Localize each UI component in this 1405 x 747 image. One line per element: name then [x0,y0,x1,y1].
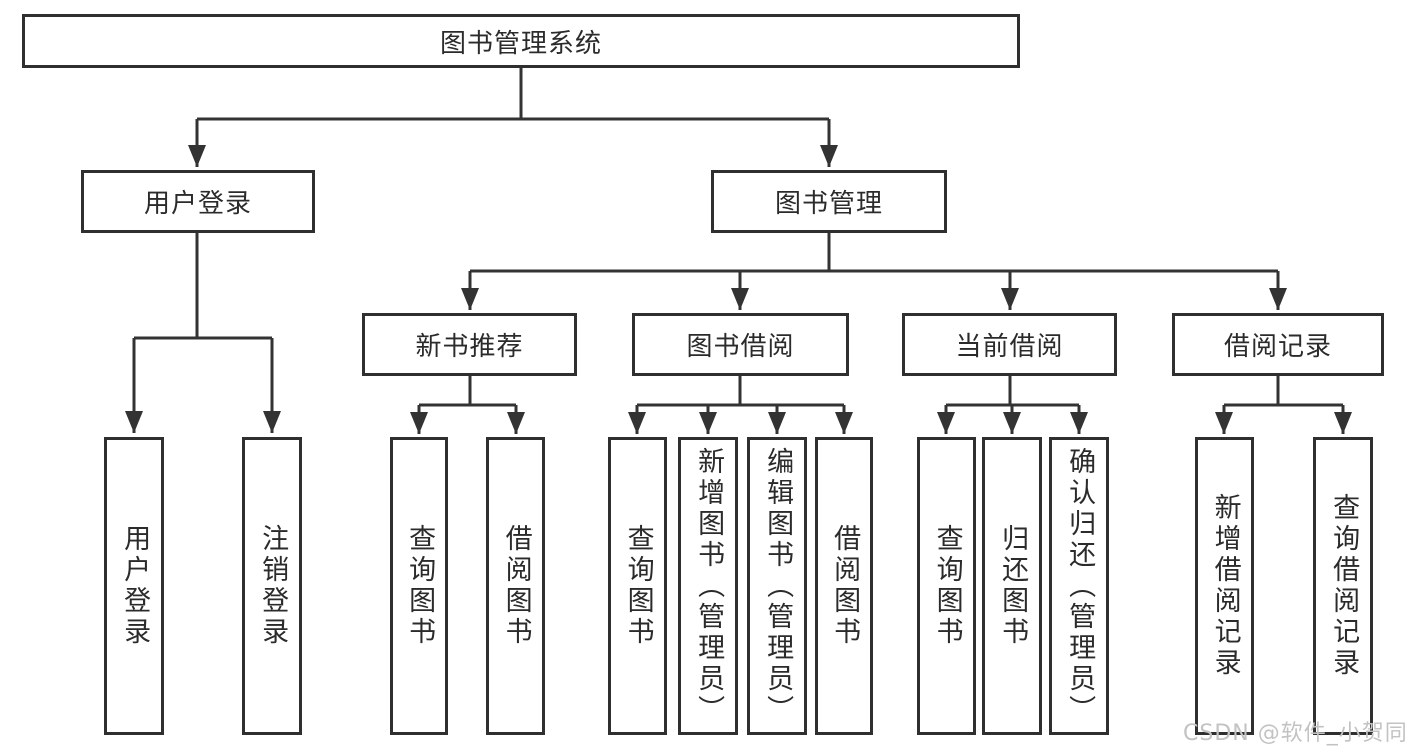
csdn-watermark: CSDN @软件_小贺同学 [1183,721,1405,746]
leaf-confirm-return-admin: 确认归还（管理员） [1049,437,1109,735]
leaf-query-borrow-record: 查询借阅记录 [1313,437,1373,735]
leaf-edit-books-admin: 编辑图书（管理员） [747,437,807,735]
node-book-management: 图书管理 [711,170,947,233]
leaf-query-books-recommend: 查询图书 [390,437,448,735]
node-borrowing-records: 借阅记录 [1172,313,1384,376]
node-book-borrowing: 图书借阅 [632,313,849,376]
leaf-logout: 注销登录 [242,437,302,735]
node-library-management-system: 图书管理系统 [22,14,1020,68]
node-new-book-recommend: 新书推荐 [362,313,577,376]
node-user-login: 用户登录 [81,170,315,233]
leaf-borrow-books-borrowing: 借阅图书 [815,437,873,735]
leaf-user-login: 用户登录 [104,437,164,735]
leaf-borrow-books-recommend: 借阅图书 [486,437,545,735]
leaf-query-books-borrowing: 查询图书 [608,437,667,735]
leaf-add-borrow-record: 新增借阅记录 [1195,437,1254,735]
node-current-borrowing: 当前借阅 [902,313,1117,376]
leaf-add-books-admin: 新增图书（管理员） [678,437,738,735]
leaf-query-books-current: 查询图书 [917,437,976,735]
leaf-return-books: 归还图书 [982,437,1042,735]
